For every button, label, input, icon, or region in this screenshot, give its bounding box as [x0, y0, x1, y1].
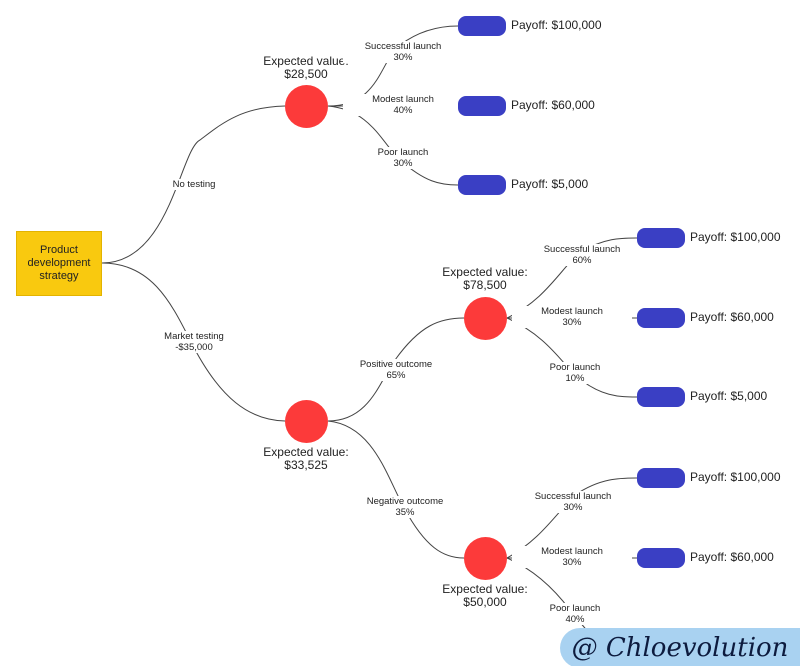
ev-label: Expected value: — [263, 445, 349, 459]
branch-label: No testing — [172, 179, 216, 190]
outcome-label: Successful launch — [543, 244, 621, 255]
payoff-node-a1 — [458, 16, 506, 36]
branch-probability: 65% — [386, 370, 406, 381]
payoff-node-c3 — [637, 387, 685, 407]
ev-label: Expected value: — [442, 582, 528, 596]
chance-node-positive — [464, 297, 507, 340]
payoff-node-c2 — [637, 308, 685, 328]
payoff-text-d1: Payoff: $100,000 — [690, 470, 781, 484]
expected-value-c: Expected value: $78,500 — [425, 266, 545, 292]
edge-negative — [327, 420, 465, 559]
root-label: Product development strategy — [27, 244, 91, 282]
outcome-probability: 30% — [563, 502, 583, 513]
outcome-label: Poor launch — [549, 603, 601, 614]
outcome-probability: 30% — [393, 158, 413, 169]
ev-value: $33,525 — [284, 458, 328, 472]
payoff-node-d1 — [637, 468, 685, 488]
payoff-text-c1: Payoff: $100,000 — [690, 230, 781, 244]
edge-label-c1: Successful launch 60% — [522, 244, 642, 266]
edge-label-c2: Modest launch 30% — [512, 306, 632, 328]
edge-label-market-testing: Market testing -$35,000 — [134, 331, 254, 353]
ev-value: $78,500 — [463, 278, 507, 292]
edge-label-a1: Successful launch 30% — [343, 41, 463, 63]
expected-value-b: Expected value: $33,525 — [246, 446, 366, 472]
payoff-node-a3 — [458, 175, 506, 195]
watermark-text: @ Chloevolution — [571, 633, 789, 663]
outcome-probability: 60% — [572, 255, 592, 266]
branch-cost: -$35,000 — [175, 342, 213, 353]
outcome-label: Poor launch — [549, 362, 601, 373]
chance-node-market-testing — [285, 400, 328, 443]
branch-label: Market testing — [164, 331, 224, 342]
edge-c3 — [506, 317, 638, 398]
ev-value: $50,000 — [463, 595, 507, 609]
outcome-label: Successful launch — [364, 41, 442, 52]
edge-label-d2: Modest launch 30% — [512, 546, 632, 568]
payoff-node-c1 — [637, 228, 685, 248]
expected-value-d: Expected value: $50,000 — [425, 583, 545, 609]
chance-node-no-testing — [285, 85, 328, 128]
outcome-label: Poor launch — [377, 147, 429, 158]
outcome-probability: 40% — [393, 105, 413, 116]
outcome-label: Modest launch — [541, 546, 603, 557]
payoff-text-d2: Payoff: $60,000 — [690, 550, 774, 564]
edge-no-testing — [101, 105, 286, 264]
decision-node-root: Product development strategy — [16, 231, 102, 296]
ev-label: Expected value: — [263, 54, 349, 68]
payoff-node-a2 — [458, 96, 506, 116]
payoff-text-a2: Payoff: $60,000 — [511, 98, 595, 112]
ev-label: Expected value: — [442, 265, 528, 279]
payoff-node-d2 — [637, 548, 685, 568]
branch-label: Positive outcome — [359, 359, 433, 370]
outcome-probability: 30% — [562, 317, 582, 328]
payoff-text-c3: Payoff: $5,000 — [690, 389, 768, 403]
outcome-probability: 10% — [565, 373, 585, 384]
outcome-probability: 30% — [393, 52, 413, 63]
edge-label-no-testing: No testing — [134, 179, 254, 190]
expected-value-a: Expected value: $28,500 — [246, 55, 366, 81]
outcome-probability: 40% — [565, 614, 585, 625]
edge-label-d3: Poor launch 40% — [515, 603, 635, 625]
edge-label-negative: Negative outcome 35% — [345, 496, 465, 518]
branch-probability: 35% — [395, 507, 415, 518]
outcome-label: Successful launch — [534, 491, 612, 502]
edge-label-positive: Positive outcome 65% — [336, 359, 456, 381]
payoff-text-a1: Payoff: $100,000 — [511, 18, 602, 32]
branch-label: Negative outcome — [366, 496, 444, 507]
edge-label-c3: Poor launch 10% — [515, 362, 635, 384]
edge-label-d1: Successful launch 30% — [513, 491, 633, 513]
edge-label-a3: Poor launch 30% — [343, 147, 463, 169]
edge-a3 — [327, 105, 459, 186]
watermark: @ Chloevolution — [560, 628, 800, 666]
chance-node-negative — [464, 537, 507, 580]
edge-label-a2: Modest launch 40% — [343, 94, 463, 116]
payoff-text-c2: Payoff: $60,000 — [690, 310, 774, 324]
ev-value: $28,500 — [284, 67, 328, 81]
outcome-probability: 30% — [562, 557, 582, 568]
payoff-text-a3: Payoff: $5,000 — [511, 177, 589, 191]
outcome-label: Modest launch — [541, 306, 603, 317]
outcome-label: Modest launch — [372, 94, 434, 105]
